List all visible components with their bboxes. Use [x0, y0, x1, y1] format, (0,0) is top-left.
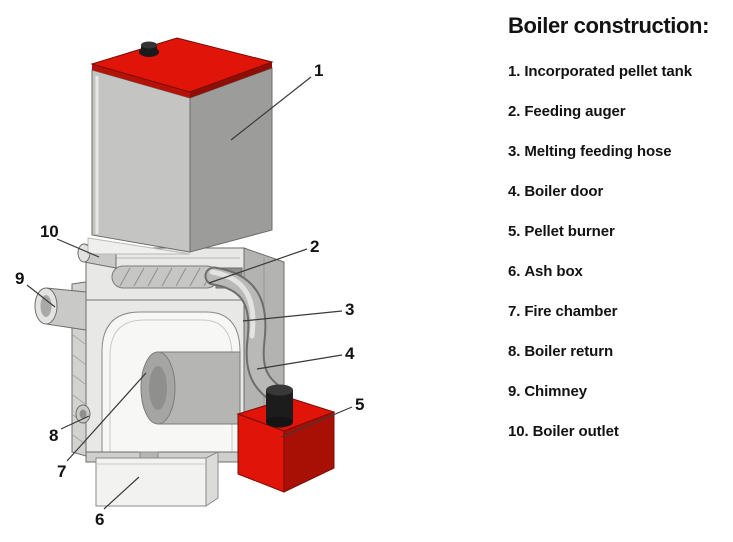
hopper-step [87, 237, 191, 255]
legend-item-7: 7.Fire chamber [508, 303, 733, 343]
legend-item-8: 8.Boiler return [508, 343, 733, 383]
callout-4: 4 [345, 344, 355, 363]
legend-item-number: 5. [508, 223, 521, 240]
legend-item-4: 4.Boiler door [508, 183, 733, 223]
pellet-tank [90, 37, 274, 253]
tank-front-face [91, 69, 191, 253]
ash-box [95, 451, 219, 507]
legend-item-number: 3. [508, 143, 521, 160]
feeding-hose [204, 266, 282, 401]
tank-side-face [189, 67, 273, 253]
leader-4 [256, 354, 343, 370]
callout-1: 1 [314, 61, 324, 80]
boiler-figure: 1 2 3 4 5 6 7 8 9 10 [15, 37, 365, 529]
leader-2 [208, 248, 308, 284]
legend-item-number: 9. [508, 383, 521, 400]
callout-7: 7 [57, 462, 67, 481]
legend-item-label: Fire chamber [524, 303, 618, 320]
legend-item-9: 9.Chimney [508, 383, 733, 423]
callout-8: 8 [49, 426, 59, 445]
legend-panel: Boiler construction: 1.Incorporated pell… [508, 13, 733, 463]
callout-6: 6 [95, 510, 105, 529]
leader-5 [280, 406, 353, 438]
tank-cap [139, 41, 159, 57]
legend-list: 1.Incorporated pellet tank 2.Feeding aug… [508, 63, 733, 463]
legend-item-label: Pellet burner [524, 223, 615, 240]
legend-item-label: Incorporated pellet tank [524, 63, 692, 80]
boiler-body [71, 247, 285, 463]
legend-item-number: 4. [508, 183, 521, 200]
legend-item-label: Boiler door [524, 183, 604, 200]
legend-item-label: Boiler outlet [532, 423, 619, 440]
legend-item-10: 10.Boiler outlet [508, 423, 733, 463]
legend-item-label: Feeding auger [524, 103, 626, 120]
leader-lines [26, 76, 353, 510]
legend-item-label: Melting feeding hose [524, 143, 672, 160]
legend-item-number: 7. [508, 303, 521, 320]
boiler-return [75, 404, 91, 424]
burner-inlet-cylinder [266, 384, 293, 428]
legend-item-label: Boiler return [524, 343, 614, 360]
tank-lid-edge-front [92, 64, 190, 98]
legend-item-number: 1. [508, 63, 521, 80]
callout-5: 5 [355, 395, 365, 414]
legend-item-number: 10. [508, 423, 529, 440]
leader-1 [230, 76, 312, 141]
leader-6 [103, 476, 140, 510]
burner-side-face [283, 411, 335, 493]
chimney [34, 287, 87, 331]
legend-item-label: Chimney [524, 383, 587, 400]
legend-item-2: 2.Feeding auger [508, 103, 733, 143]
callout-3: 3 [345, 300, 355, 319]
leader-10 [56, 238, 100, 258]
burner-flame-tube [140, 351, 241, 425]
leader-9 [26, 284, 56, 308]
legend-item-number: 6. [508, 263, 521, 280]
legend-item-6: 6.Ash box [508, 263, 733, 303]
legend-item-5: 5.Pellet burner [508, 223, 733, 263]
legend-item-3: 3.Melting feeding hose [508, 143, 733, 183]
legend-item-1: 1.Incorporated pellet tank [508, 63, 733, 103]
legend-item-number: 8. [508, 343, 521, 360]
leader-8 [60, 415, 90, 430]
tank-lid-edge-side [190, 62, 272, 98]
legend-item-number: 2. [508, 103, 521, 120]
pellet-burner [236, 384, 336, 493]
boiler-illustration [26, 37, 353, 510]
leader-7 [66, 372, 147, 462]
callout-10: 10 [40, 222, 59, 241]
callout-9: 9 [15, 269, 25, 288]
callout-2: 2 [310, 237, 320, 256]
legend-title: Boiler construction: [508, 13, 710, 38]
legend-item-label: Ash box [524, 263, 583, 280]
leader-3 [242, 310, 343, 322]
